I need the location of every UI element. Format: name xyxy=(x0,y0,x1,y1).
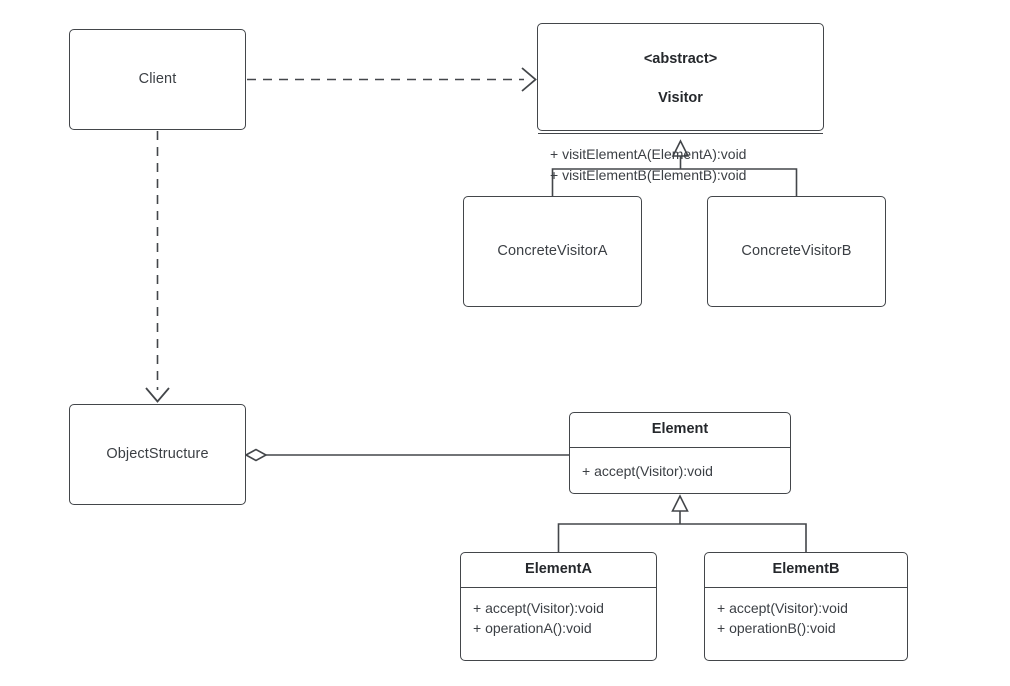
class-node-concrete-visitor-b[interactable]: ConcreteVisitorB xyxy=(707,196,886,307)
edge-elements-to-element[interactable] xyxy=(557,494,807,552)
class-name-concrete-visitor-a: ConcreteVisitorA xyxy=(497,243,608,260)
class-members-element: + accept(Visitor):void xyxy=(570,448,790,493)
member-item: + accept(Visitor):void xyxy=(473,599,604,616)
class-header-visitor: <abstract> Visitor xyxy=(538,24,823,134)
class-node-element-a[interactable]: ElementA + accept(Visitor):void + operat… xyxy=(460,552,657,661)
class-members-element-b: + accept(Visitor):void + operationB():vo… xyxy=(705,588,907,660)
member-item: + operationA():void xyxy=(473,620,592,637)
class-node-visitor[interactable]: <abstract> Visitor + visitElementA(Eleme… xyxy=(537,23,824,183)
class-name-object-structure: ObjectStructure xyxy=(106,446,209,463)
class-node-concrete-visitor-a[interactable]: ConcreteVisitorA xyxy=(463,196,642,307)
edge-object-structure-to-element[interactable] xyxy=(244,448,569,462)
member-item: + operationB():void xyxy=(717,620,836,637)
member-item: + accept(Visitor):void xyxy=(582,462,713,479)
class-name-element-a: ElementA xyxy=(461,553,656,588)
class-name-concrete-visitor-b: ConcreteVisitorB xyxy=(741,243,852,260)
member-item: + visitElementA(ElementA):void xyxy=(550,145,747,162)
edge-client-to-visitor[interactable] xyxy=(247,67,537,92)
class-name-element-b: ElementB xyxy=(705,553,907,588)
class-members-element-a: + accept(Visitor):void + operationA():vo… xyxy=(461,588,656,660)
class-members-visitor: + visitElementA(ElementA):void + visitEl… xyxy=(538,134,823,193)
member-item: + visitElementB(ElementB):void xyxy=(550,166,747,183)
class-name-element: Element xyxy=(570,413,790,448)
class-node-object-structure[interactable]: ObjectStructure xyxy=(69,404,246,505)
class-stereotype-visitor: <abstract> xyxy=(643,50,718,67)
class-node-element-b[interactable]: ElementB + accept(Visitor):void + operat… xyxy=(704,552,908,661)
member-item: + accept(Visitor):void xyxy=(717,599,848,616)
edge-client-to-object-structure[interactable] xyxy=(145,131,170,403)
class-node-element[interactable]: Element + accept(Visitor):void xyxy=(569,412,791,494)
class-name-client: Client xyxy=(138,71,177,88)
class-name-visitor: Visitor xyxy=(658,89,703,106)
class-node-client[interactable]: Client xyxy=(69,29,246,130)
